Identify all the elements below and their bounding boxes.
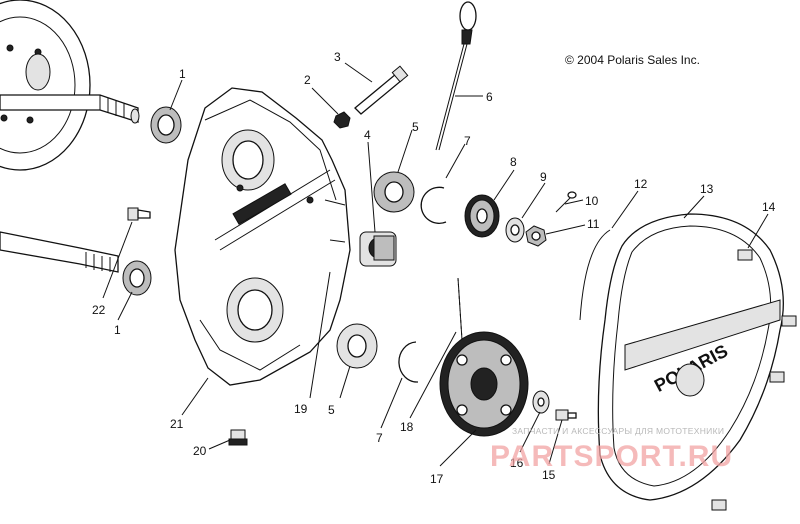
callout-19: 19 <box>294 402 308 416</box>
bolt-3 <box>354 65 409 115</box>
callout-8: 8 <box>510 155 517 169</box>
nut-11 <box>525 225 547 247</box>
dipstick-6 <box>435 1 477 151</box>
callout-14: 14 <box>762 200 776 214</box>
bolt-15 <box>555 409 577 421</box>
snap-ring-upper <box>420 186 447 224</box>
callout-6: 6 <box>486 90 493 104</box>
sprocket-17 <box>439 331 529 437</box>
copyright-text: © 2004 Polaris Sales Inc. <box>565 53 700 67</box>
drive-clutch-sheave <box>0 0 91 171</box>
callout-22: 22 <box>92 303 106 317</box>
callout-7-upper: 7 <box>464 134 471 148</box>
callout-11: 11 <box>587 217 600 231</box>
nut-2 <box>333 111 351 129</box>
washer-9 <box>505 217 525 243</box>
callout-labels: 1 2 3 4 5 6 7 8 9 10 11 12 13 14 22 1 21… <box>92 50 776 486</box>
callout-5-upper: 5 <box>412 120 419 134</box>
callout-20: 20 <box>193 444 207 458</box>
callout-9: 9 <box>540 170 547 184</box>
drain-plug-20 <box>228 429 248 446</box>
callout-2: 2 <box>304 73 311 87</box>
sprocket-8 <box>464 194 500 238</box>
drive-shaft-upper <box>0 94 140 124</box>
washer-16 <box>532 390 550 414</box>
callout-3: 3 <box>334 50 341 64</box>
watermark-logo: PARTSPORT.RU <box>490 440 733 473</box>
tensioner-4 <box>359 231 397 267</box>
snap-ring-lower <box>398 341 419 383</box>
callout-10: 10 <box>585 194 599 208</box>
seal-upper <box>150 106 182 144</box>
chaincase-housing <box>174 87 351 386</box>
leader-lines <box>102 62 769 467</box>
callout-5-lower: 5 <box>328 403 335 417</box>
chaincase-cover: POLARIS <box>597 213 784 501</box>
callout-15: 15 <box>542 468 556 482</box>
callout-1-upper: 1 <box>179 67 186 81</box>
callout-7-lower: 7 <box>376 431 383 445</box>
driven-shaft-lower <box>0 231 119 273</box>
bearing-lower <box>336 323 378 369</box>
callout-4: 4 <box>364 128 371 142</box>
watermark-subtitle: ЗАПЧАСТИ И АКСЕССУАРЫ ДЛЯ МОТОТЕХНИКИ <box>512 426 724 436</box>
bolt-22 <box>127 207 151 221</box>
cotter-pin-10 <box>555 191 577 213</box>
callout-1-lower: 1 <box>114 323 121 337</box>
bearing-upper <box>373 171 415 213</box>
callout-17: 17 <box>430 472 444 486</box>
callout-21: 21 <box>170 417 184 431</box>
seal-lower <box>122 260 152 296</box>
callout-16: 16 <box>510 456 524 470</box>
callout-12: 12 <box>634 177 648 191</box>
callout-13: 13 <box>700 182 714 196</box>
chain-18 <box>457 277 463 341</box>
cover-bolts <box>711 249 797 511</box>
gasket-12 <box>579 229 611 321</box>
callout-18: 18 <box>400 420 414 434</box>
